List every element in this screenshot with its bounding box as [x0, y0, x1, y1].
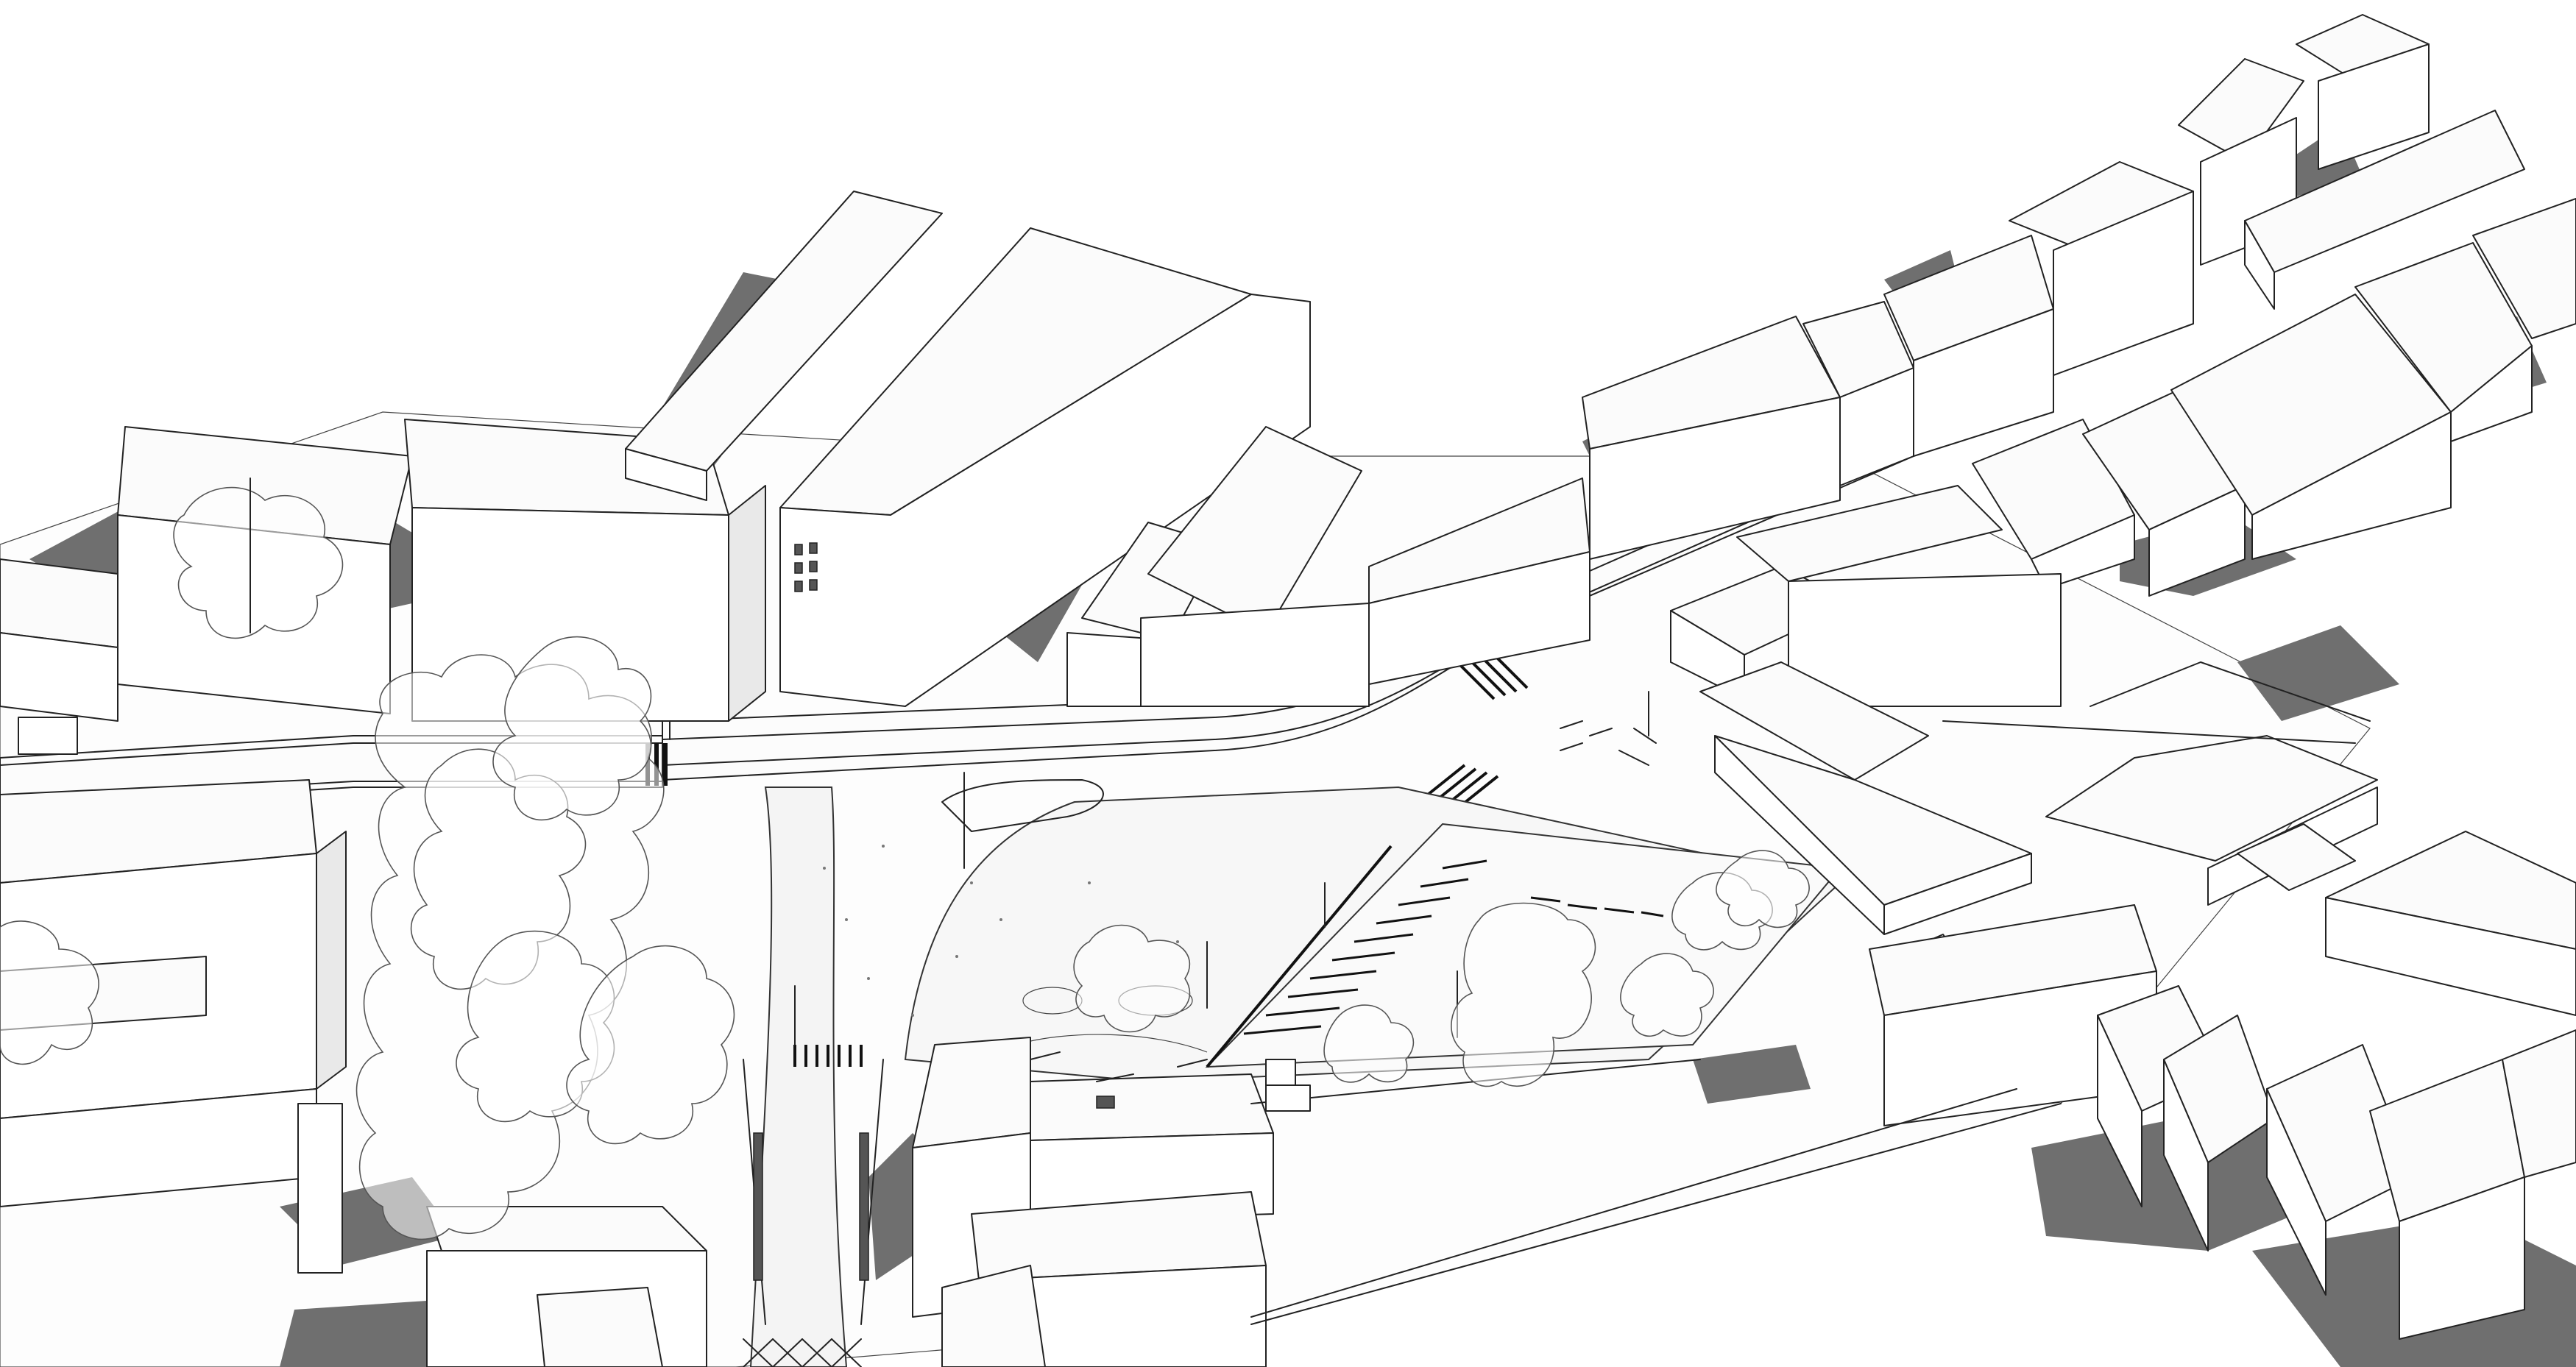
- south-road-bridge: [743, 787, 884, 1367]
- building-long-north-2: [779, 227, 1311, 707]
- building-long-north-1: [625, 191, 943, 501]
- window-grid: [794, 542, 818, 592]
- building-tower-west: [404, 419, 766, 722]
- tree-west-edge: [0, 920, 99, 1065]
- trees-riverside: [355, 636, 735, 1240]
- building-northwest-2: [0, 558, 118, 722]
- tree-northwest: [173, 477, 344, 639]
- houses-southeast: [1869, 904, 2576, 1340]
- crosswalk-south: [793, 1045, 863, 1067]
- buildings-southwest: [0, 779, 707, 1367]
- buildings-south: [912, 1037, 1296, 1367]
- houses-east-row: [1972, 110, 2576, 597]
- trees-plaza: [1073, 850, 1810, 1087]
- plaza-benches: [1030, 720, 1657, 1082]
- crosswalk-north-east: [1426, 650, 1529, 807]
- parked-vehicle: [18, 717, 1311, 1112]
- houses-north-row: [1066, 14, 2430, 707]
